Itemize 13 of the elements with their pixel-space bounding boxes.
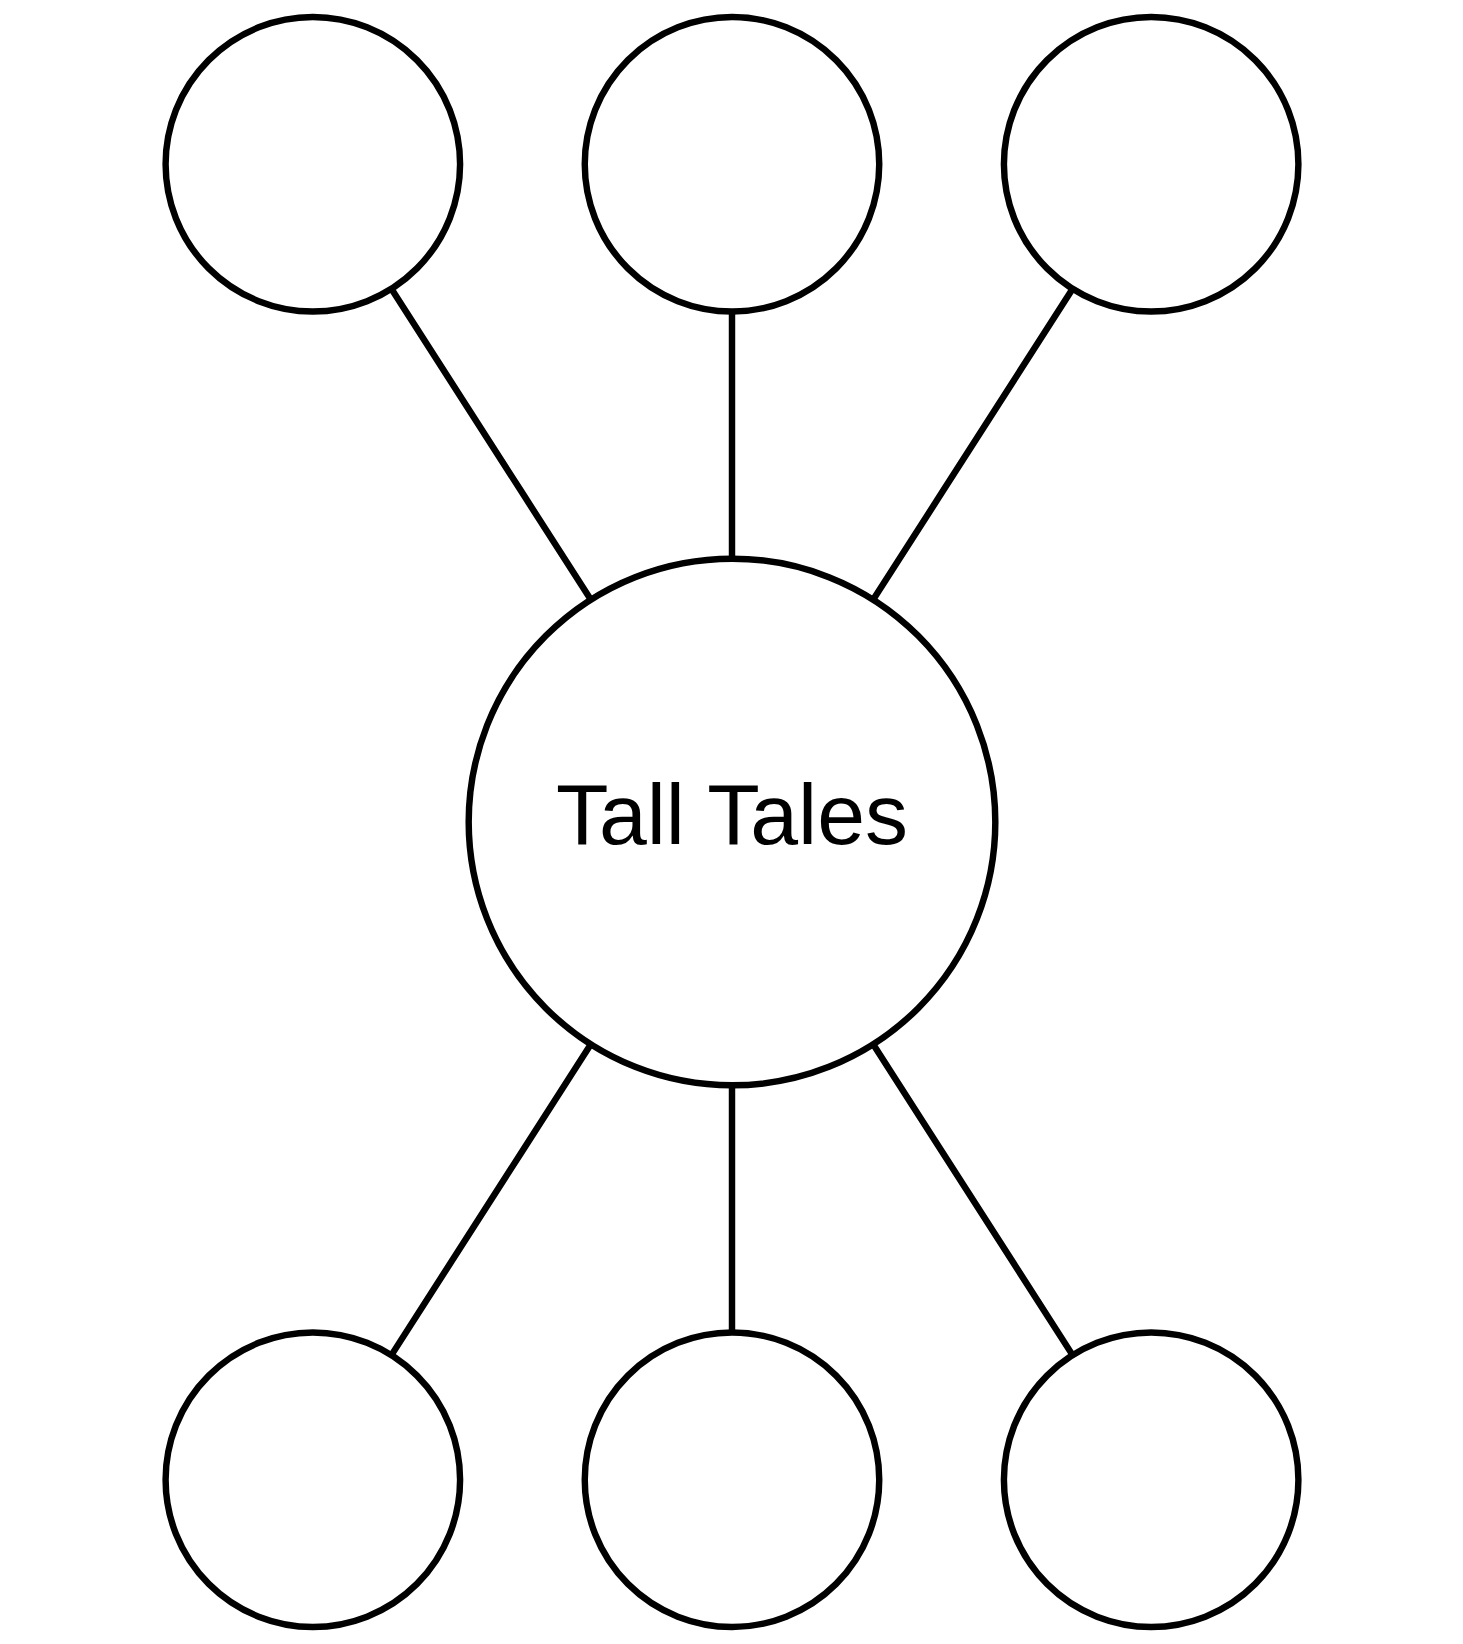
node-circle xyxy=(161,13,463,315)
node-circle xyxy=(1000,13,1302,315)
connector xyxy=(728,1086,735,1333)
connector xyxy=(870,1042,1075,1357)
node-circle xyxy=(581,1329,882,1631)
connector xyxy=(388,1042,593,1357)
connector xyxy=(870,287,1075,602)
node-circle: Tall Tales xyxy=(464,555,999,1089)
node-circle xyxy=(1000,1329,1302,1631)
node-circle xyxy=(581,13,882,315)
node-circle xyxy=(161,1329,463,1631)
connector xyxy=(388,287,593,602)
connector xyxy=(728,312,735,559)
